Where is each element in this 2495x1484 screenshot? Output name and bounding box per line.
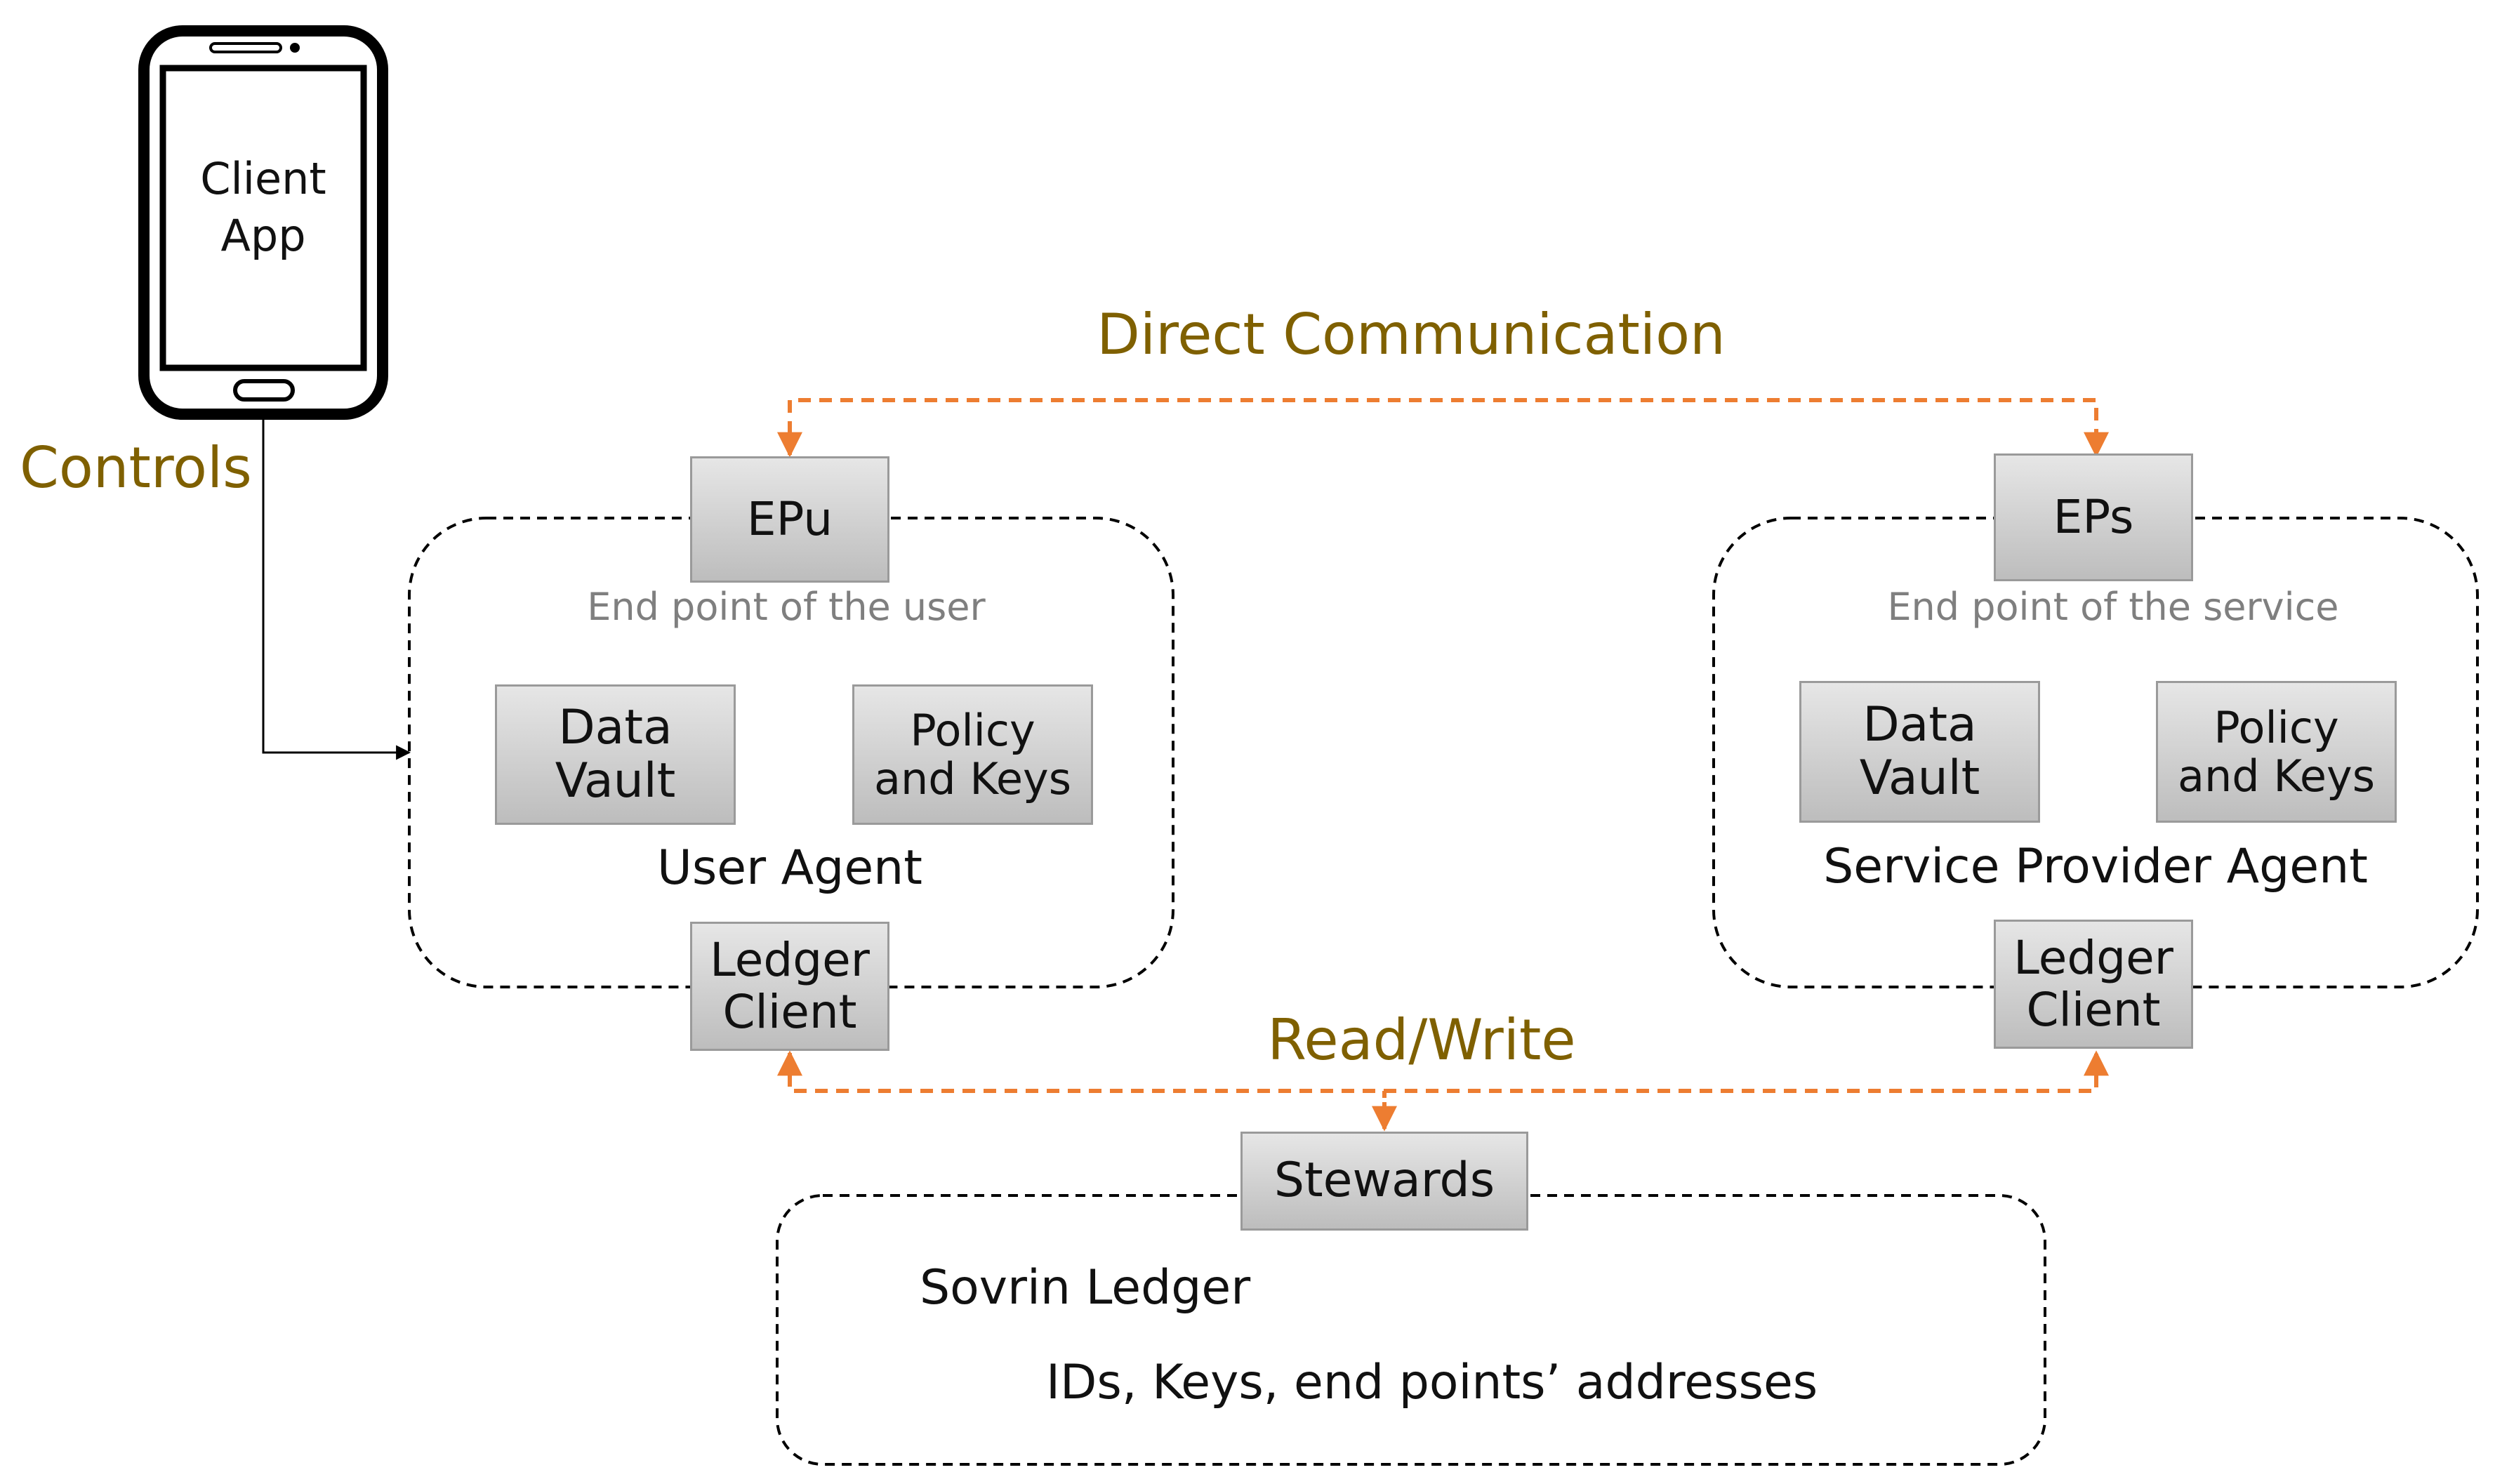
user-data-vault-box[interactable]: Data Vault — [495, 684, 736, 825]
ledger-contents-label: IDs, Keys, end points’ addresses — [1046, 1355, 1818, 1410]
controls-label: Controls — [20, 435, 252, 501]
service-ledger-client-box[interactable]: Ledger Client — [1994, 920, 2193, 1049]
epu-caption: End point of the user — [587, 585, 986, 629]
user-ledger-client-box[interactable]: Ledger Client — [690, 922, 889, 1051]
controls-connector — [262, 417, 411, 760]
phone-icon — [138, 25, 388, 420]
user-agent-title: User Agent — [657, 840, 922, 896]
eps-endpoint-box[interactable]: EPs — [1994, 453, 2193, 581]
stewards-box[interactable]: Stewards — [1240, 1132, 1528, 1231]
read-write-label: Read/Write — [1267, 1007, 1576, 1073]
sovrin-ledger-title: Sovrin Ledger — [920, 1260, 1251, 1316]
epu-endpoint-box[interactable]: EPu — [690, 456, 889, 583]
service-data-vault-box[interactable]: Data Vault — [1799, 681, 2040, 823]
sovrin-ledger-container — [776, 1194, 2046, 1466]
client-app-label: Client App — [200, 153, 326, 261]
direct-communication-label: Direct Communication — [1097, 302, 1726, 367]
eps-caption: End point of the service — [1887, 585, 2339, 629]
service-policy-keys-box[interactable]: Policy and Keys — [2156, 681, 2397, 823]
service-agent-title: Service Provider Agent — [1823, 839, 2368, 894]
direct-communication-arrow — [777, 398, 2109, 458]
user-policy-keys-box[interactable]: Policy and Keys — [852, 684, 1093, 825]
